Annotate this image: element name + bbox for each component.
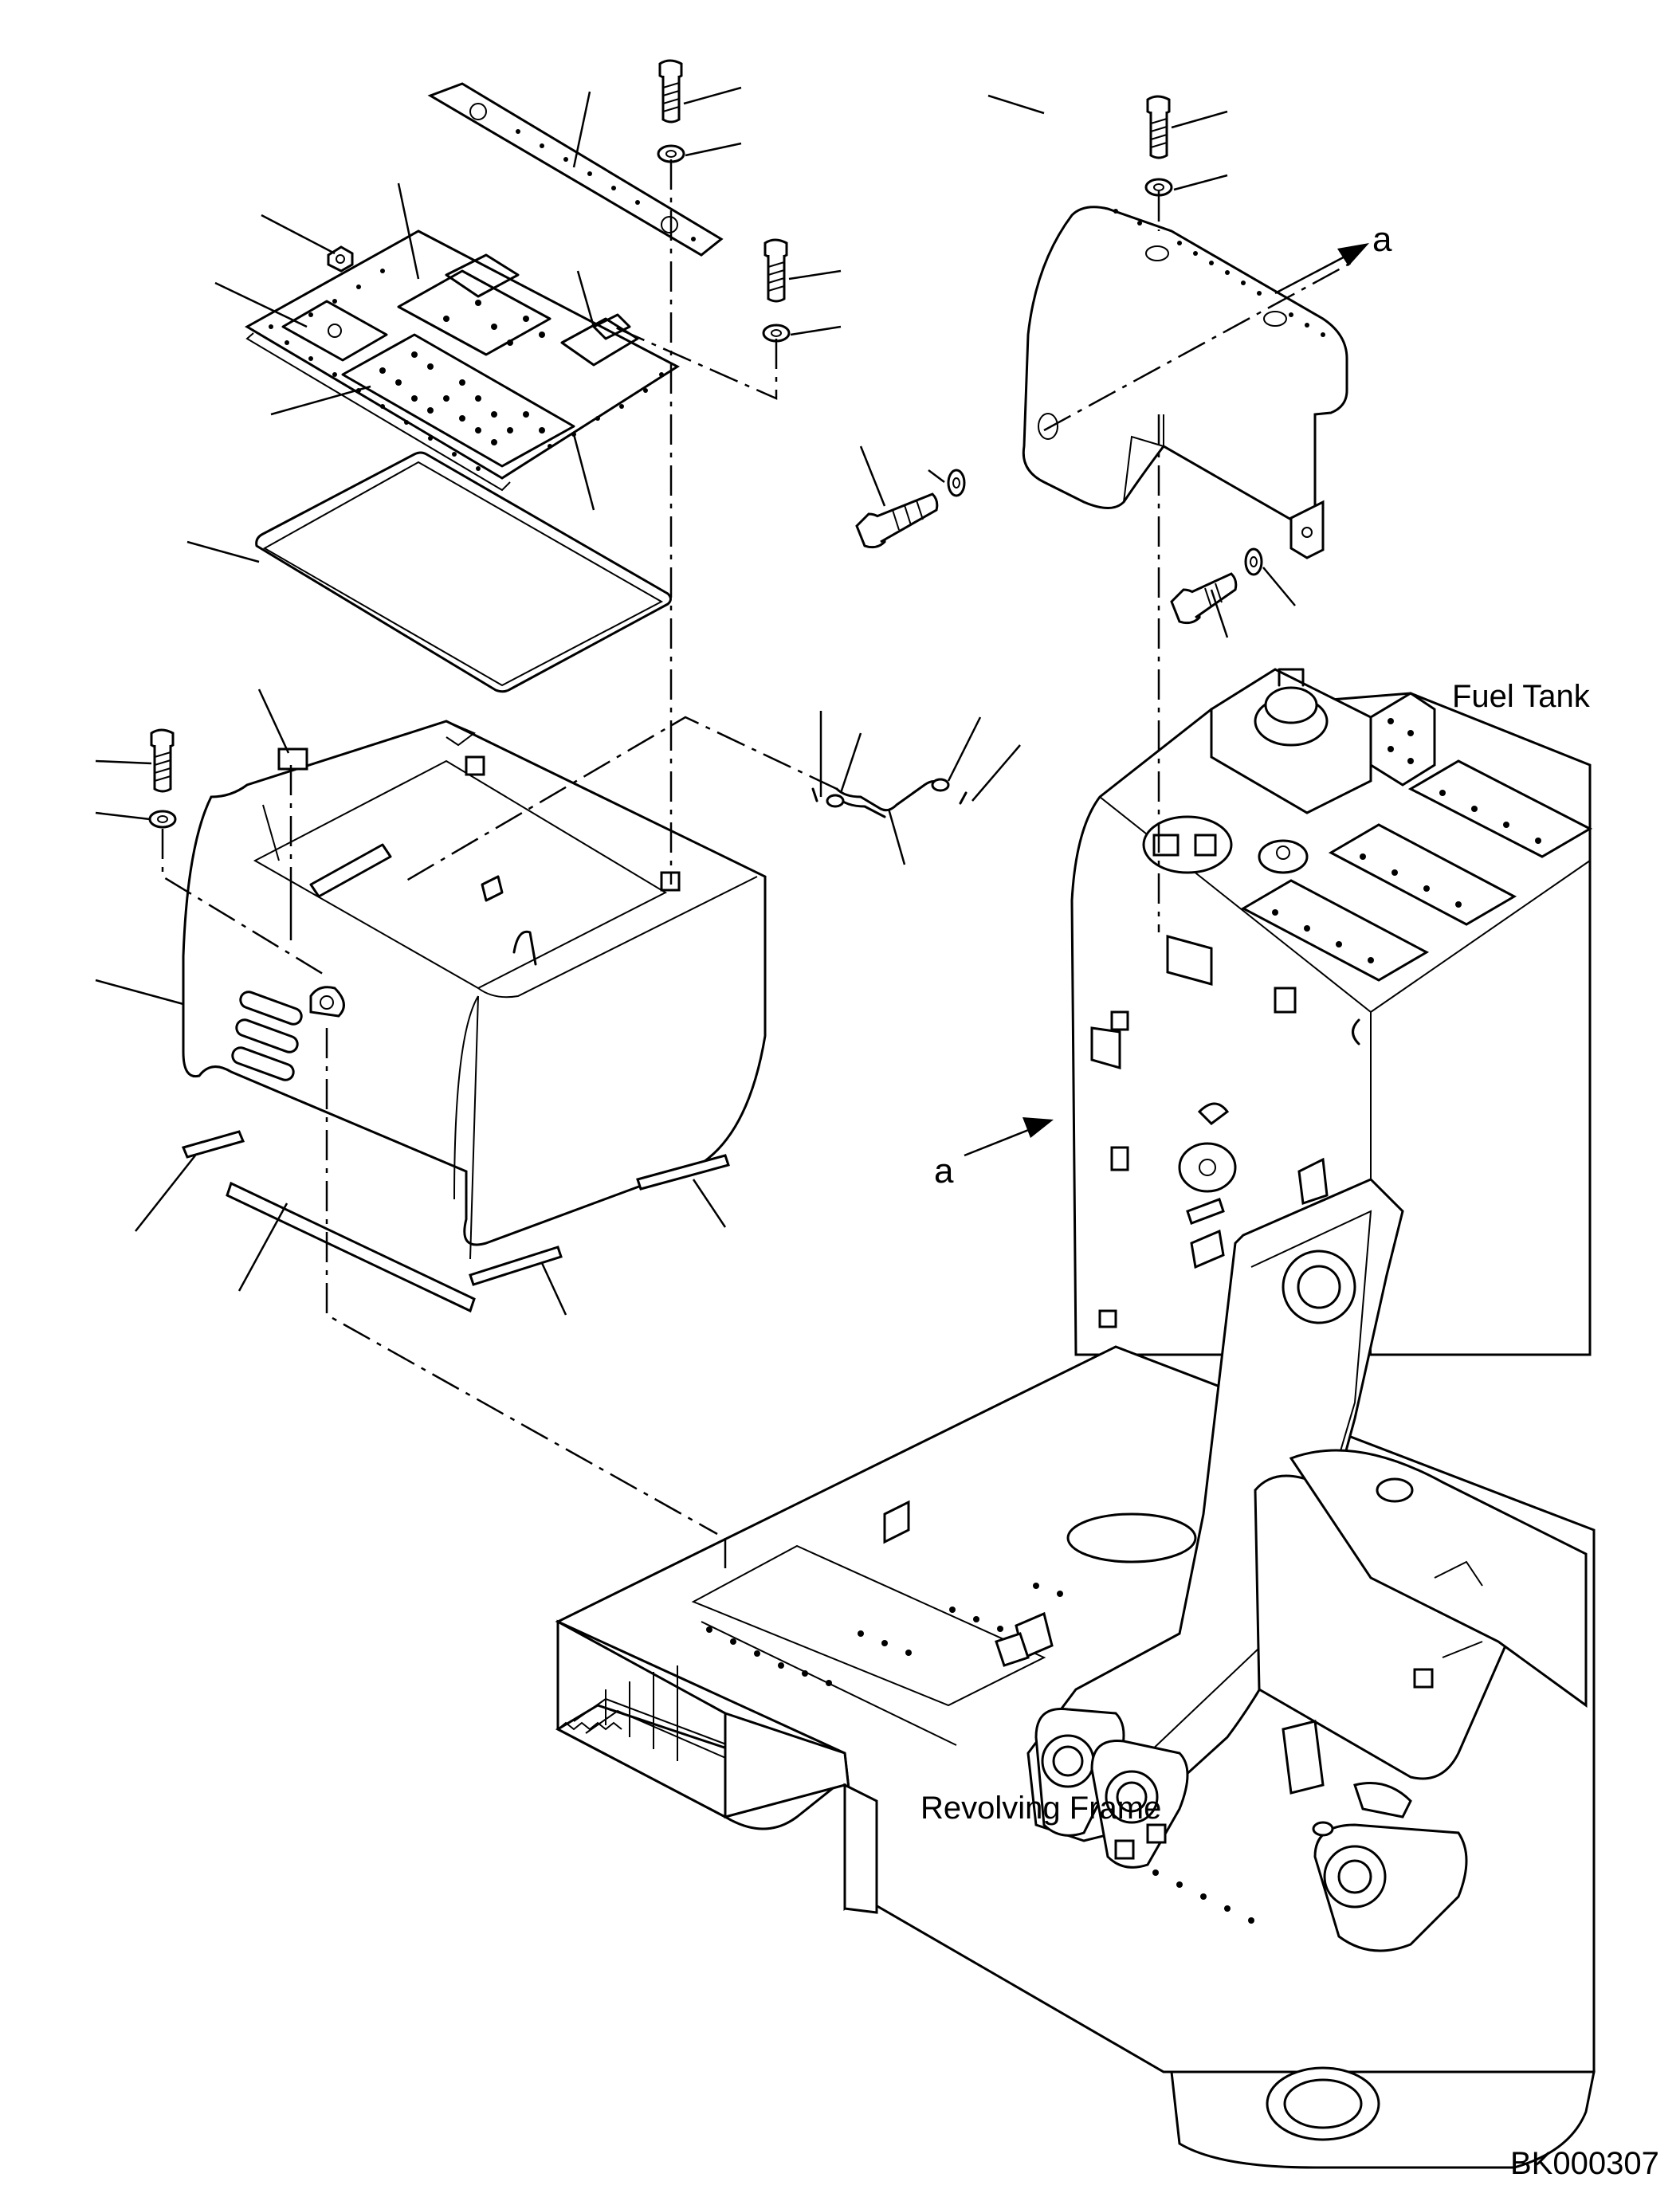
revolving-frame xyxy=(555,1178,1596,2169)
bolt-side-lower xyxy=(1170,547,1263,625)
revolving-frame-label: Revolving Frame xyxy=(920,1791,1162,1826)
view-arrow-top xyxy=(1274,243,1369,295)
view-marker-top-label: a xyxy=(1372,220,1392,259)
fuel-tank-body xyxy=(1070,668,1593,1356)
top-mounting-strip xyxy=(427,82,724,257)
bolt-upper-right xyxy=(1144,95,1173,197)
cover-gasket xyxy=(255,451,672,693)
battery-box xyxy=(182,720,767,1260)
bolt-top-right xyxy=(762,238,791,343)
drawing-code-label: BK000307 xyxy=(1510,2146,1659,2181)
fuel-tank-label: Fuel Tank xyxy=(1452,679,1590,714)
cover-nut xyxy=(327,245,354,273)
assembly-lines xyxy=(161,159,1352,1574)
top-cover-panel xyxy=(244,230,680,492)
box-seal-strips xyxy=(181,1130,730,1313)
tank-side-cover xyxy=(1022,206,1348,559)
view-arrow-side xyxy=(964,1117,1054,1157)
bolt-top-center xyxy=(657,59,685,163)
bolt-box-left xyxy=(148,728,177,829)
view-marker-side-label: a xyxy=(934,1151,954,1191)
bolt-side-horizontal xyxy=(855,469,966,549)
part-leader-lines xyxy=(95,86,1296,1316)
